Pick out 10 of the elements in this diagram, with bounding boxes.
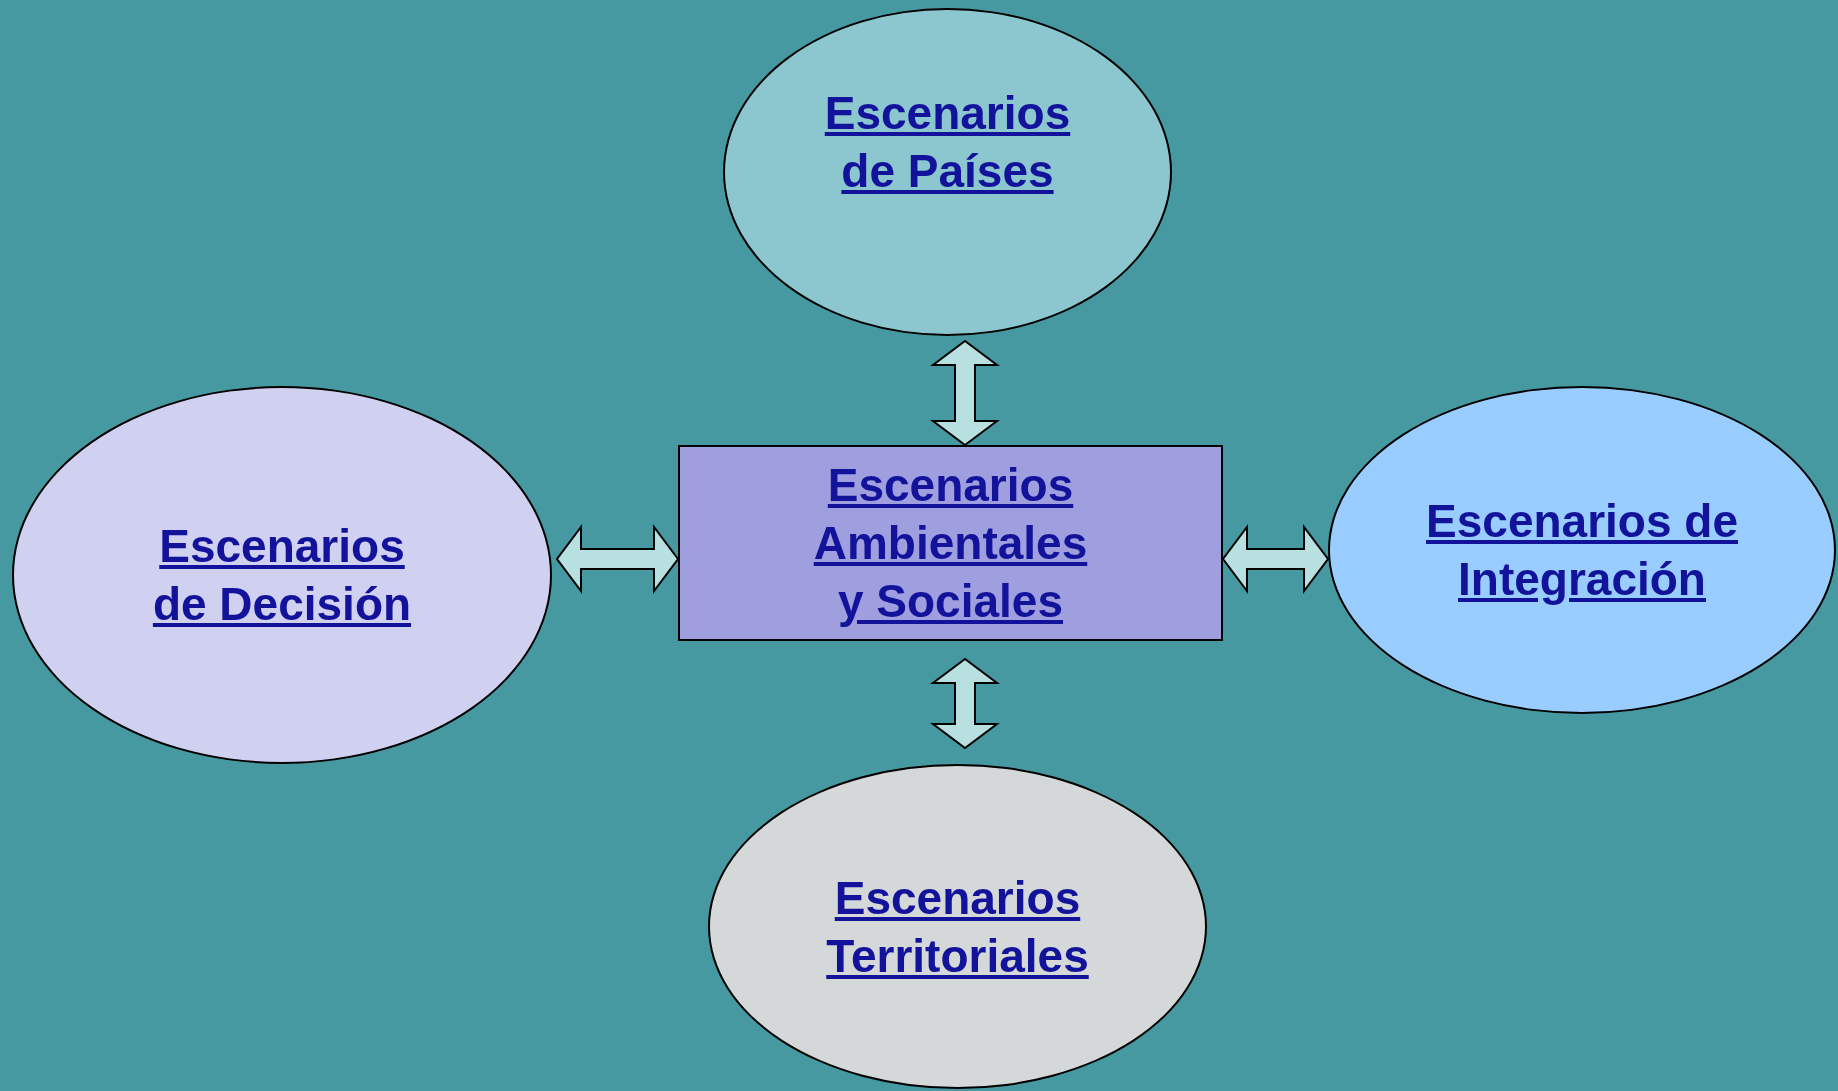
process-box [678,445,1223,641]
link-text: Escenarios Ambientales y Sociales [812,458,1089,629]
double-arrow [930,339,1000,447]
double-arrow [555,524,680,594]
double-arrow [930,657,1000,750]
link-text: Escenarios de Decisión [151,519,413,632]
link-text: Escenarios de Países [823,86,1072,199]
link-text: Escenarios Territoriales [825,870,1090,984]
double-arrow [1221,524,1330,594]
link-text: Escenarios de Integración [1425,494,1739,607]
